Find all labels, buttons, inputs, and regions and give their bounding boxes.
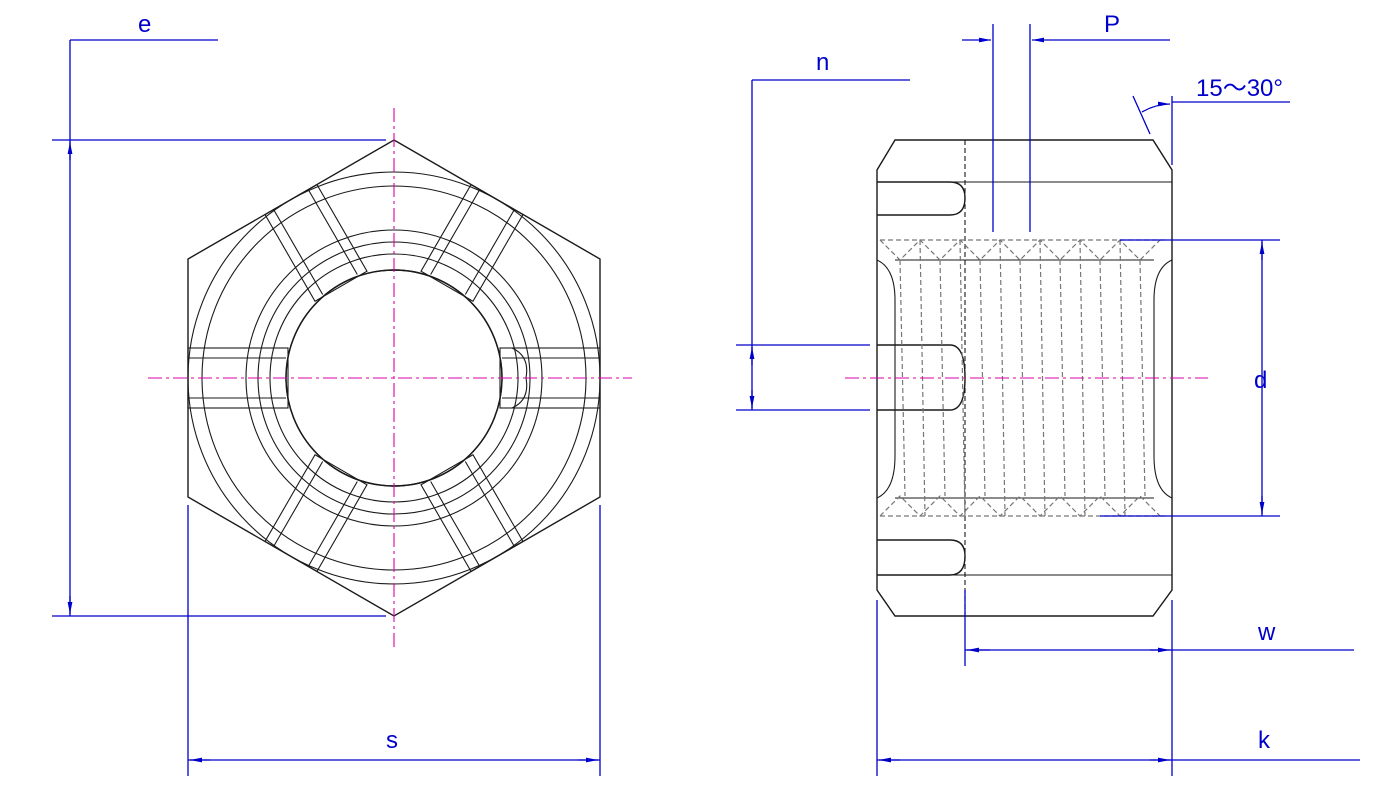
label-p: P: [1104, 11, 1120, 38]
slot-bottom-right: [420, 454, 524, 573]
side-slot-bottom: [877, 539, 966, 576]
slot-left: [187, 347, 289, 409]
dimension-w: w: [964, 590, 1354, 776]
dimension-e: e: [52, 11, 386, 617]
side-outline: [876, 139, 1173, 617]
dimension-s: s: [187, 505, 601, 776]
dimension-p: P: [962, 11, 1170, 232]
side-slot-top: [877, 181, 966, 216]
slot-bottom-left: [264, 454, 368, 573]
dimension-angle: 15～30°: [1132, 75, 1290, 165]
label-w: w: [1257, 619, 1276, 646]
label-k: k: [1258, 727, 1271, 754]
dimension-n: n: [736, 49, 910, 411]
dimension-k: k: [876, 600, 1360, 776]
dimension-d: d: [1100, 239, 1280, 517]
front-view: [148, 108, 632, 650]
slot-top-left: [264, 183, 368, 302]
label-angle: 15～30°: [1196, 75, 1283, 102]
label-n: n: [816, 49, 829, 76]
label-e: e: [138, 11, 151, 38]
slot-top-right: [420, 183, 524, 302]
side-view: [845, 139, 1208, 617]
label-s: s: [386, 727, 398, 754]
label-d: d: [1254, 367, 1267, 394]
